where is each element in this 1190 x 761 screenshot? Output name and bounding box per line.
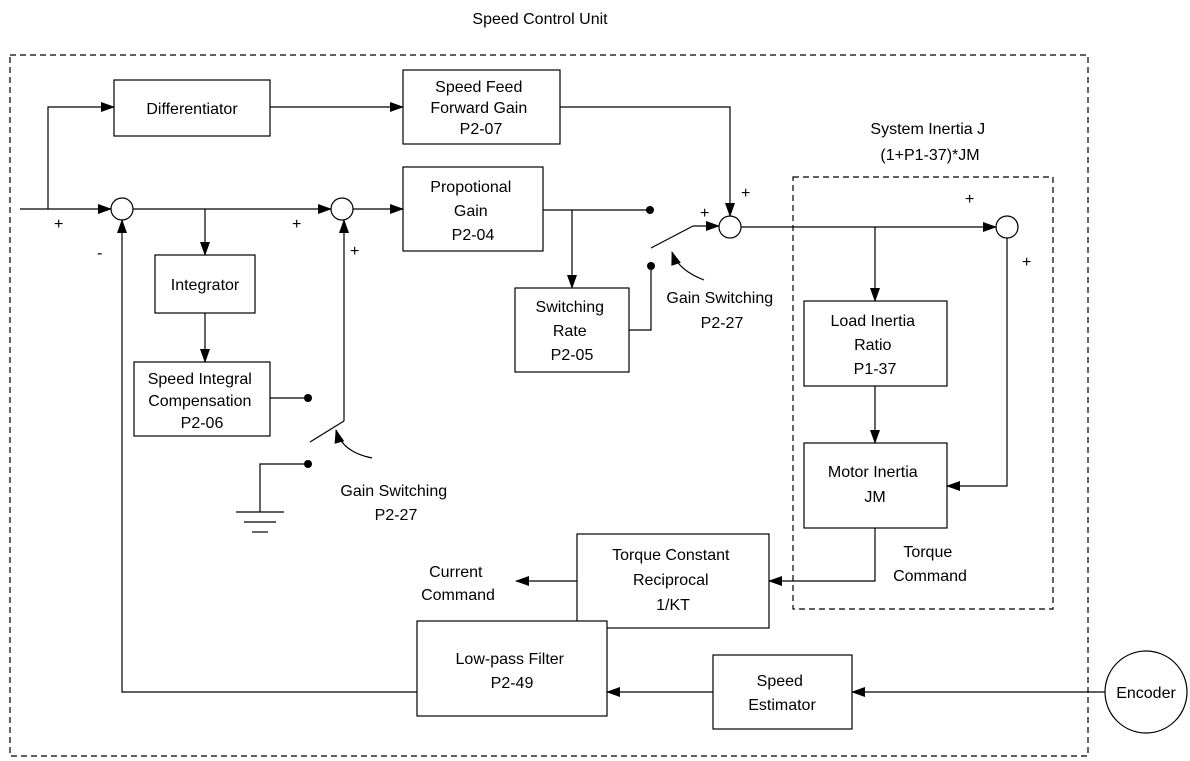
summing-junction-4 [995, 215, 1019, 239]
switch-contact [304, 394, 312, 402]
encoder-block: Encoder [1104, 650, 1188, 734]
switch-1-curved-arrow [334, 429, 373, 459]
gain-switch-2-blade [650, 225, 694, 249]
svg-text:Integrator: Integrator [171, 277, 240, 294]
svg-text:Switching Rate P2-: Switching Rate P2-05 [536, 299, 609, 364]
sign-plus: + [700, 205, 709, 222]
low-pass-filter-block: Low-pass Filter P2-49 [416, 620, 608, 717]
summing-junction-1 [110, 197, 134, 221]
svg-text:Motor Inertia JM: Motor Inertia JM [828, 464, 922, 506]
sign-plus: + [741, 185, 750, 202]
current-command-label: Current Command [421, 564, 495, 604]
system-inertia-frame [792, 176, 1054, 610]
svg-text:Speed Integral Compensat: Speed Integral Compensation P2-06 [148, 371, 257, 432]
svg-text:Torque Constant Reciproc: Torque Constant Reciprocal 1/KT [612, 547, 734, 614]
svg-text:Encoder: Encoder [1116, 685, 1176, 702]
diagram-title: Speed Control Unit [472, 11, 608, 28]
torque-command-label: Torque Command [893, 544, 967, 585]
switch-2-curved-arrow [671, 251, 705, 281]
wire-filter-to-sum1 [117, 219, 417, 693]
inertia-title-line: (1+P1-37)*JM [880, 147, 979, 164]
wire-to-ground [259, 463, 308, 512]
wire-rate-to-contact [629, 266, 652, 331]
feed-forward-block: Speed Feed Forward Gain P2-07 [402, 69, 561, 145]
torque-constant-block: Torque Constant Reciprocal 1/KT [576, 533, 770, 629]
sign-plus: + [1022, 254, 1031, 271]
inertia-title-line: System Inertia J [870, 121, 985, 138]
sign-plus: + [965, 191, 974, 208]
switch-contact [647, 262, 655, 270]
svg-text:Load Inertia Ratio: Load Inertia Ratio P1-37 [831, 313, 920, 378]
svg-text:Speed Feed Forward Gain: Speed Feed Forward Gain P2-07 [430, 79, 531, 138]
differentiator-block: Differentiator [113, 79, 271, 137]
svg-text:Low-pass Filter P2-49: Low-pass Filter P2-49 [456, 651, 569, 692]
ground-symbol [236, 511, 284, 533]
inertia-title: System Inertia J (1+P1-37)*JM [870, 121, 989, 164]
summing-junction-3 [718, 215, 742, 239]
gain-switching-label-1: Gain Switching P2-27 [340, 483, 451, 524]
sign-plus: + [54, 216, 63, 233]
wire-to-differentiator [47, 102, 115, 209]
sign-plus: + [292, 216, 301, 233]
integrator-block: Integrator [154, 254, 256, 314]
wire-ff-to-sum3 [560, 106, 735, 217]
sign-minus: - [97, 245, 102, 262]
gain-switch-1-blade [309, 420, 345, 443]
proportional-gain-block: Propotional Gain P2-04 [402, 166, 544, 252]
svg-text:Propotional Gain P: Propotional Gain P2-04 [430, 179, 515, 244]
switching-rate-block: Switching Rate P2-05 [514, 287, 630, 373]
wire-motor-to-torque-constant [768, 528, 876, 586]
load-inertia-block: Load Inertia Ratio P1-37 [803, 300, 948, 387]
switch-contact [646, 206, 654, 214]
summing-junction-2 [330, 197, 354, 221]
wire-sum4-to-motor [946, 238, 1008, 491]
svg-text:Differentiator: Differentiator [146, 101, 238, 118]
svg-text:Speed Estimator: Speed Estimator [748, 673, 816, 714]
integral-compensation-block: Speed Integral Compensation P2-06 [133, 361, 271, 437]
speed-estimator-block: Speed Estimator [712, 654, 853, 730]
gain-switching-label-2: Gain Switching P2-27 [666, 290, 777, 332]
sign-plus: + [350, 243, 359, 260]
motor-inertia-block: Motor Inertia JM [803, 442, 948, 529]
